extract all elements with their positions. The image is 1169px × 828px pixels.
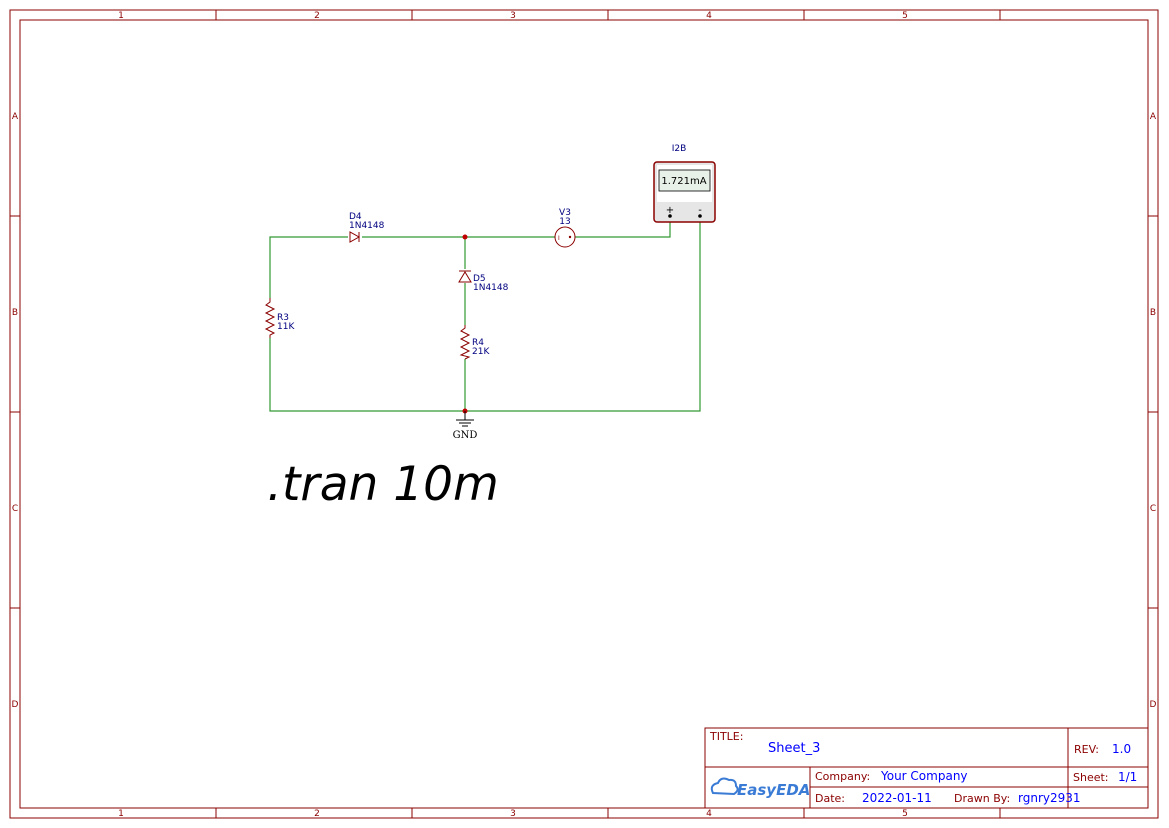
source-v3-symbol: I [558, 235, 560, 242]
col-label-bottom-1: 1 [118, 809, 124, 819]
r3-value: 11K [277, 322, 295, 332]
ammeter-ref: I2B [672, 144, 687, 154]
d5-value: 1N4148 [473, 283, 509, 293]
diode-d5-triangle-icon [458, 271, 472, 283]
inner-frame [19, 19, 1149, 809]
row-label-left-c: C [12, 504, 18, 514]
title-block-border [704, 727, 1149, 809]
outer-frame [9, 9, 1159, 819]
ammeter-i2b[interactable]: 1.721mA + - [653, 161, 716, 223]
tb-company-label: Company: [815, 770, 870, 783]
diode-d4[interactable] [349, 231, 361, 243]
source-v3-dot-icon [568, 235, 572, 239]
wire-bottom-rail [269, 216, 701, 412]
r4-value: 21K [472, 347, 490, 357]
col-label-top-3: 3 [510, 11, 516, 21]
tb-date-value: 2022-01-11 [862, 791, 932, 805]
tb-rev-label: REV: [1074, 743, 1099, 756]
row-label-left-a: A [12, 112, 19, 122]
r4-ref: R4 [472, 338, 484, 348]
d5-ref: D5 [473, 274, 486, 284]
easyeda-logo-text: EasyEDA [737, 781, 810, 799]
diode-d5[interactable] [458, 270, 472, 283]
tb-sheet-value: 1/1 [1118, 770, 1137, 784]
row-label-right-b: B [1150, 308, 1156, 318]
col-label-top-5: 5 [902, 11, 908, 21]
row-label-right-a: A [1150, 112, 1157, 122]
wires [269, 216, 701, 412]
resistor-r4[interactable] [459, 325, 471, 360]
ammeter-plus-label: + [666, 205, 674, 216]
col-label-top-4: 4 [706, 11, 712, 21]
ammeter-minus-label: - [698, 205, 702, 216]
tb-date-label: Date: [815, 792, 845, 805]
col-label-bottom-5: 5 [902, 809, 908, 819]
tb-drawn-by-label: Drawn By: [954, 792, 1010, 805]
row-label-left-d: D [12, 700, 19, 710]
d4-ref: D4 [349, 212, 362, 222]
col-label-bottom-2: 2 [314, 809, 320, 819]
row-label-right-c: C [1150, 504, 1156, 514]
ground-symbol-icon[interactable] [456, 411, 474, 427]
ammeter-reading: 1.721mA [661, 176, 706, 187]
cloud-icon [710, 777, 739, 796]
tb-title-value: Sheet_3 [768, 741, 820, 756]
easyeda-logo: EasyEDA [710, 777, 810, 799]
tb-title-label: TITLE: [709, 730, 743, 743]
row-label-right-d: D [1150, 700, 1157, 710]
title-block [704, 727, 1149, 809]
v3-value: 13 [559, 217, 570, 227]
tb-drawn-by-value: rgnry2931 [1018, 791, 1081, 805]
bottom-zone-ticks [215, 808, 1001, 818]
v3-ref: V3 [559, 208, 571, 218]
ammeter-minus-terminal [698, 214, 702, 218]
simulation-directive[interactable]: .tran 10m [267, 457, 499, 512]
wire-v3-ammeter [575, 216, 671, 238]
r3-ref: R3 [277, 313, 289, 323]
tb-company-value: Your Company [880, 769, 968, 783]
d4-value: 1N4148 [349, 221, 385, 231]
row-label-left-b: B [12, 308, 18, 318]
top-zone-ticks [215, 10, 1001, 20]
col-label-top-1: 1 [118, 11, 124, 21]
col-label-bottom-3: 3 [510, 809, 516, 819]
resistor-r3[interactable] [264, 298, 276, 338]
right-zone-ticks [1148, 215, 1158, 609]
gnd-label: GND [453, 430, 478, 441]
diode-d4-triangle-icon [349, 231, 361, 243]
ammeter-plus-terminal [668, 214, 672, 218]
col-label-top-2: 2 [314, 11, 320, 21]
ammeter-display [658, 169, 711, 192]
left-zone-ticks [10, 215, 20, 609]
wire-r3-d4 [269, 236, 348, 298]
col-label-bottom-4: 4 [706, 809, 712, 819]
tb-sheet-label: Sheet: [1073, 771, 1109, 784]
source-v3-circle-icon [554, 226, 576, 248]
current-source-v3[interactable]: I [554, 226, 576, 248]
junction-top [462, 234, 468, 240]
tb-rev-value: 1.0 [1112, 742, 1131, 756]
